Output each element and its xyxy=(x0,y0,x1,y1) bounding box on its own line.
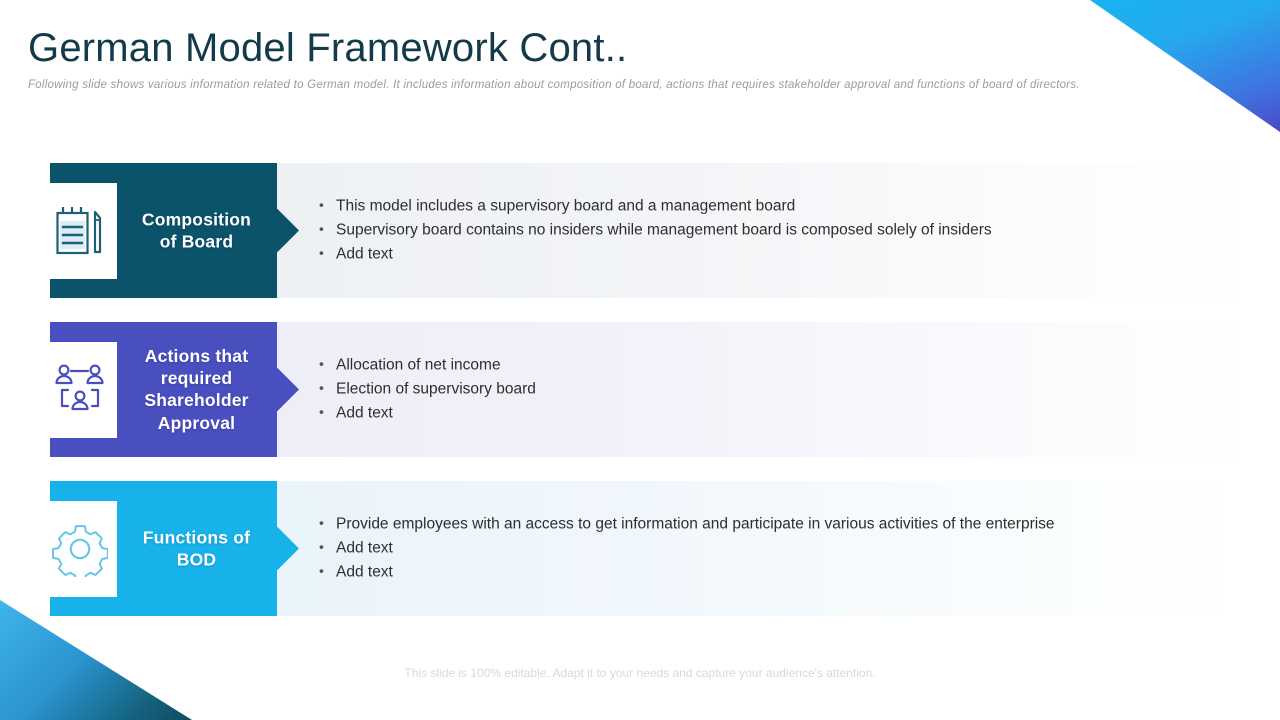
list-item-text: Add text xyxy=(336,245,393,263)
org-chart-people-icon xyxy=(55,363,104,410)
gear-icon xyxy=(52,524,108,577)
list-item: • Allocation of net income xyxy=(319,353,1231,376)
bullet-glyph-icon: • xyxy=(319,562,324,579)
bullet-glyph-icon: • xyxy=(319,403,324,420)
list-item: • Election of supervisory board xyxy=(319,377,1231,400)
bullet-glyph-icon: • xyxy=(319,538,324,555)
page-title: German Model Framework Cont.. xyxy=(28,26,628,70)
row-content-panel: • Allocation of net income • Election of… xyxy=(277,322,1255,457)
row-composition-of-board: • This model includes a supervisory boar… xyxy=(0,163,1280,298)
row-label-text: Composition of Board xyxy=(122,208,271,253)
row-label-line-2: of Board xyxy=(159,231,234,252)
footer-note: This slide is 100% editable. Adapt it to… xyxy=(404,666,876,680)
list-item-text: This model includes a supervisory board … xyxy=(336,197,796,215)
row-label-block[interactable]: Composition of Board xyxy=(43,163,277,298)
list-item-text: Allocation of net income xyxy=(336,356,501,374)
row-label-line-2: BOD xyxy=(176,549,217,570)
row-functions-of-bod: • Provide employees with an access to ge… xyxy=(0,481,1280,616)
row-label-text: Actions that required Shareholder Approv… xyxy=(122,345,271,435)
list-item: • This model includes a supervisory boar… xyxy=(319,194,1231,217)
bullet-glyph-icon: • xyxy=(319,379,324,396)
list-item: • Supervisory board contains no insiders… xyxy=(319,218,1231,241)
row-label-line-1: Composition xyxy=(141,209,252,230)
row-label-line-1: Functions of xyxy=(142,527,251,548)
bullet-glyph-icon: • xyxy=(319,196,324,213)
list-item-text: Add text xyxy=(336,404,393,422)
row-content-panel: • This model includes a supervisory boar… xyxy=(277,163,1255,298)
list-item: • Provide employees with an access to ge… xyxy=(319,512,1231,535)
list-item-text: Supervisory board contains no insiders w… xyxy=(336,221,992,239)
row-actions-shareholder-approval: • Allocation of net income • Election of… xyxy=(0,322,1280,457)
notepad-pencil-icon xyxy=(56,206,102,254)
icon-card xyxy=(43,500,117,597)
row-label-text: Functions of BOD xyxy=(122,526,271,571)
bullet-list: • Provide employees with an access to ge… xyxy=(319,512,1231,585)
row-label-line-4: Approval xyxy=(157,412,236,433)
slide-header: German Model Framework Cont.. Following … xyxy=(28,26,1180,91)
bullet-glyph-icon: • xyxy=(319,514,324,531)
bullet-glyph-icon: • xyxy=(319,244,324,261)
rows-container: • This model includes a supervisory boar… xyxy=(0,163,1280,640)
bullet-glyph-icon: • xyxy=(319,220,324,237)
row-label-line-1: Actions that xyxy=(144,345,249,366)
list-item: • Add text xyxy=(319,243,1231,266)
bullet-list: • Allocation of net income • Election of… xyxy=(319,353,1231,426)
list-item-text: Election of supervisory board xyxy=(336,380,536,398)
icon-card xyxy=(43,341,117,438)
list-item: • Add text xyxy=(319,536,1231,559)
page-subtitle: Following slide shows various informatio… xyxy=(28,79,1080,91)
list-item-text: Add text xyxy=(336,563,393,581)
row-label-line-2: required xyxy=(160,368,233,389)
list-item: • Add text xyxy=(319,561,1231,584)
icon-card xyxy=(43,182,117,279)
row-label-line-3: Shareholder xyxy=(144,390,249,411)
bullet-glyph-icon: • xyxy=(319,355,324,372)
row-label-block[interactable]: Actions that required Shareholder Approv… xyxy=(43,322,277,457)
list-item-text: Provide employees with an access to get … xyxy=(336,515,1055,533)
row-content-panel: • Provide employees with an access to ge… xyxy=(277,481,1255,616)
list-item: • Add text xyxy=(319,402,1231,425)
row-label-block[interactable]: Functions of BOD xyxy=(43,481,277,616)
list-item-text: Add text xyxy=(336,539,393,557)
bullet-list: • This model includes a supervisory boar… xyxy=(319,194,1231,267)
